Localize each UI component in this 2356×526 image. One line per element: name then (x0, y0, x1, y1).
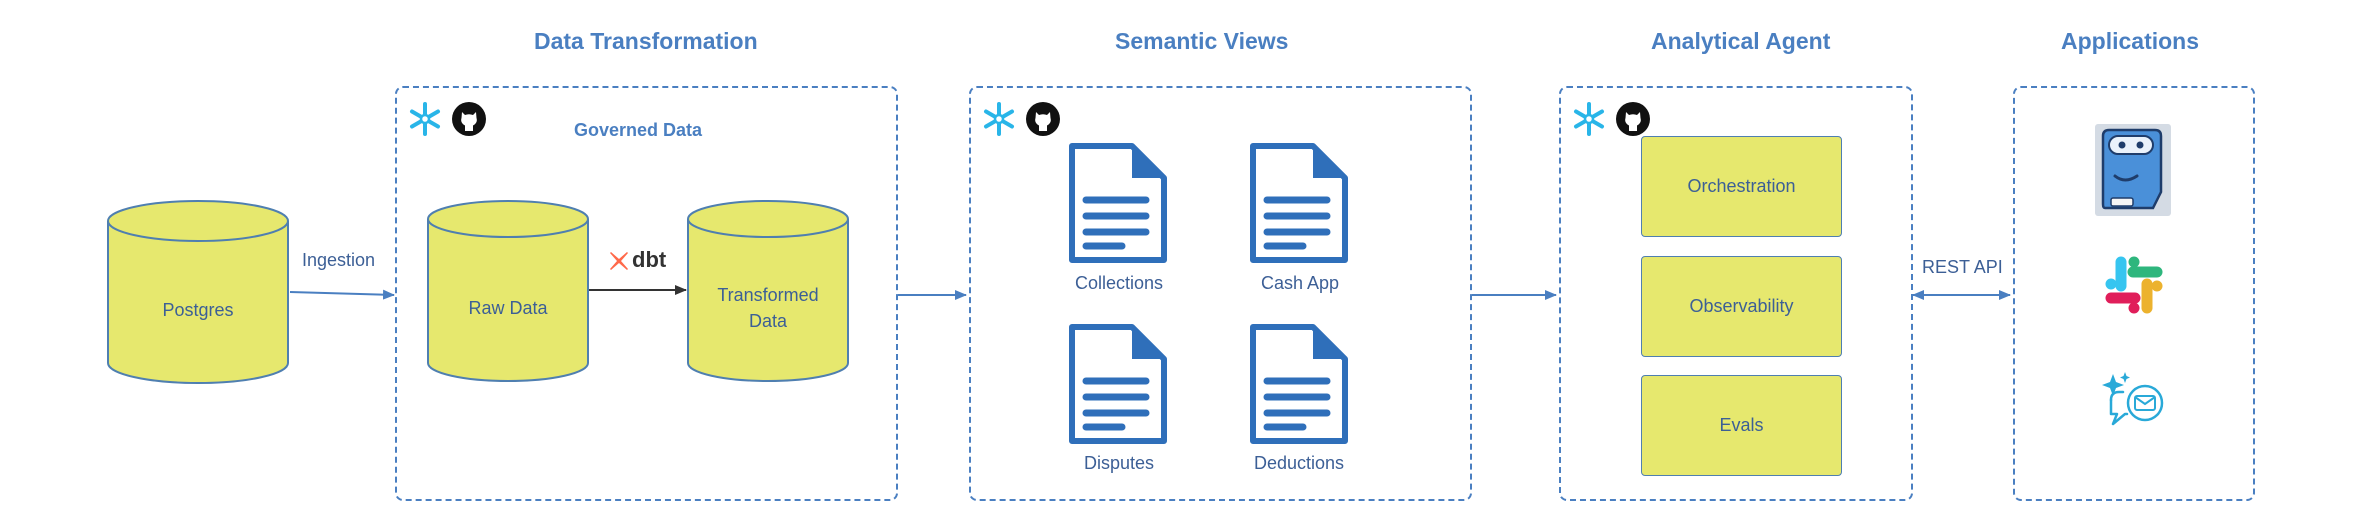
github-icon (1026, 102, 1060, 136)
dbt-logo (610, 252, 628, 270)
view-label-deductions: Deductions (1253, 453, 1345, 473)
postgres-label: Postgres (162, 299, 234, 320)
analytical-agent-box (1559, 86, 1913, 501)
orchestration-block: Orchestration (1641, 136, 1842, 237)
section-title-data-transformation: Data Transformation (534, 28, 758, 54)
transformed-data-cylinder (687, 200, 849, 382)
snowflake-icon (1574, 102, 1604, 136)
document-icon (1250, 324, 1348, 444)
section-title-applications: Applications (2061, 28, 2200, 54)
evals-block: Evals (1641, 375, 1842, 476)
snowflake-icon (984, 102, 1014, 136)
slack-icon (2105, 256, 2163, 314)
github-icon (1616, 102, 1650, 136)
document-icon (1250, 143, 1348, 263)
raw-data-label: Raw Data (468, 297, 548, 318)
section-title-analytical-agent: Analytical Agent (1651, 28, 1831, 54)
semantic-views-box (969, 86, 1472, 501)
data-transformation-box (395, 86, 898, 501)
rest-api-label: REST API (1922, 257, 2003, 277)
transformed-data-line1: Transformed (717, 284, 819, 305)
chat-sparkle-icon (2102, 372, 2164, 426)
transformed-data-line2: Data (748, 311, 788, 331)
view-label-collections: Collections (1074, 273, 1164, 293)
document-icon (1069, 143, 1167, 263)
view-label-cash-app: Cash App (1260, 273, 1340, 293)
robot-icon (2095, 124, 2171, 216)
github-icon (452, 102, 486, 136)
dbt-label: dbt (632, 247, 667, 272)
governed-data-label: Governed Data (574, 120, 703, 140)
view-label-disputes: Disputes (1083, 453, 1155, 473)
raw-data-cylinder (427, 200, 589, 382)
postgres-cylinder (107, 200, 289, 384)
applications-box (2013, 86, 2255, 501)
ingestion-arrow (289, 289, 395, 300)
transformed-data-label: Transformed Data (686, 243, 850, 373)
document-icon (1069, 324, 1167, 444)
snowflake-icon (410, 102, 440, 136)
observability-block: Observability (1641, 256, 1842, 357)
section-title-semantic-views: Semantic Views (1115, 28, 1289, 54)
ingestion-label: Ingestion (302, 250, 376, 270)
